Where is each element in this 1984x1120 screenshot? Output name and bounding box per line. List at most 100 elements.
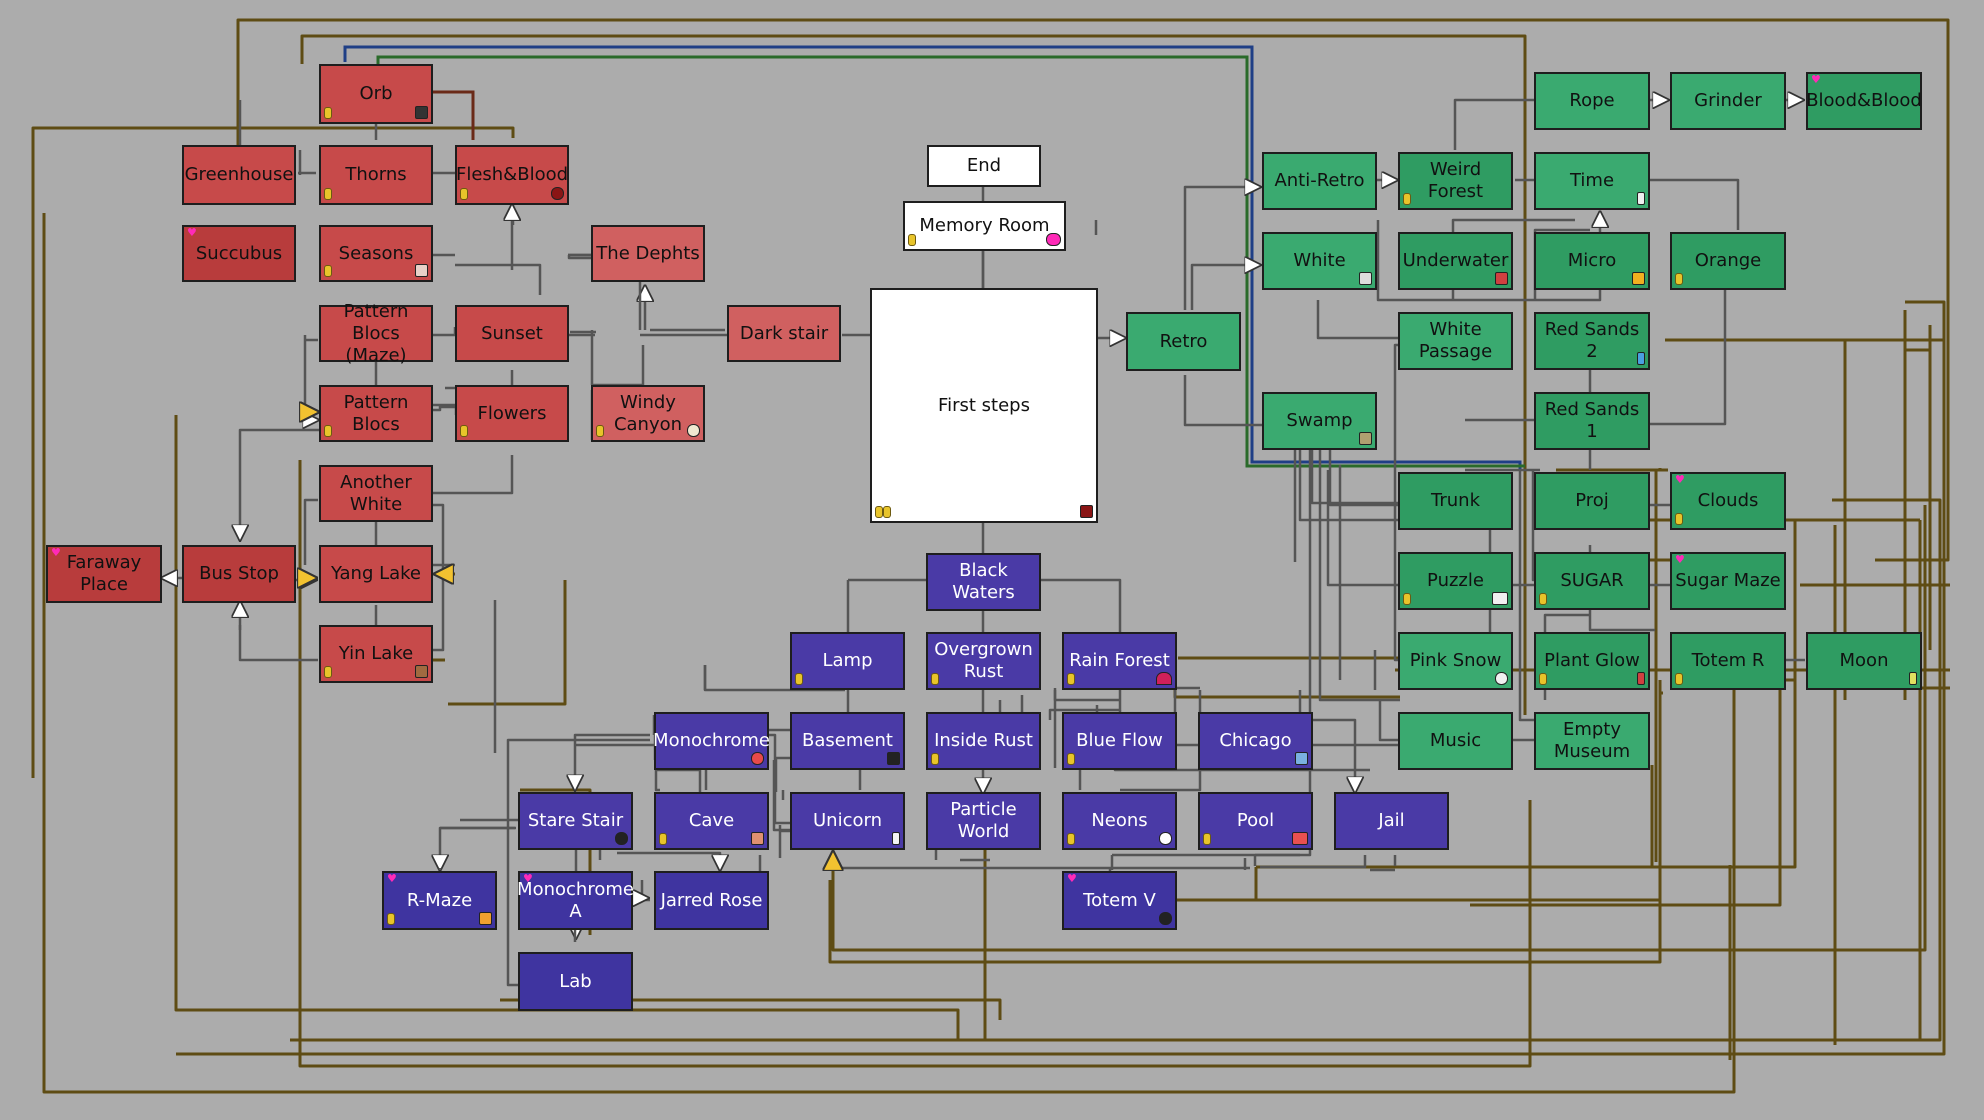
node-flowers[interactable]: Flowers <box>455 385 569 442</box>
item-icon <box>1637 352 1645 365</box>
node-jarred-rose[interactable]: Jarred Rose <box>654 871 769 930</box>
node-lab[interactable]: Lab <box>518 952 633 1011</box>
coin-icon <box>324 188 332 200</box>
item-icon <box>1359 432 1372 445</box>
node-inside-rust[interactable]: Inside Rust <box>926 712 1041 770</box>
coin-icon <box>1675 673 1683 685</box>
node-sugar[interactable]: SUGAR <box>1534 552 1650 610</box>
node-memory-room[interactable]: Memory Room <box>903 201 1066 251</box>
node-music[interactable]: Music <box>1398 712 1513 770</box>
umbrella-icon <box>1156 672 1172 685</box>
node-grinder[interactable]: Grinder <box>1670 72 1786 130</box>
node-the-depths[interactable]: The Dephts <box>591 225 705 282</box>
coin-icon <box>324 107 332 119</box>
node-bus-stop[interactable]: Bus Stop <box>182 545 296 603</box>
node-white[interactable]: White <box>1262 232 1377 290</box>
node-orange[interactable]: Orange <box>1670 232 1786 290</box>
node-plant-glow[interactable]: Plant Glow <box>1534 632 1650 690</box>
item-icon <box>1295 752 1308 765</box>
node-sunset[interactable]: Sunset <box>455 305 569 362</box>
node-monochrome[interactable]: Monochrome <box>653 712 770 770</box>
node-stare-stair[interactable]: Stare Stair <box>518 792 633 850</box>
gold-wires <box>31 18 1950 1094</box>
coin-icon <box>1403 593 1411 605</box>
coin-icon <box>795 673 803 685</box>
coin-icon <box>460 425 468 437</box>
heart-icon <box>1159 832 1172 845</box>
node-pink-snow[interactable]: Pink Snow <box>1398 632 1513 690</box>
coin-icon <box>1203 833 1211 845</box>
node-particle-world[interactable]: Particle World <box>926 792 1041 850</box>
item-icon <box>687 424 700 437</box>
heart-icon: ♥ <box>1675 473 1685 486</box>
node-red-sands-2[interactable]: Red Sands 2 <box>1534 312 1650 370</box>
node-clouds[interactable]: Clouds♥ <box>1670 472 1786 530</box>
node-flesh-blood[interactable]: Flesh&Blood <box>455 145 569 205</box>
node-yin-lake[interactable]: Yin Lake <box>319 625 433 683</box>
item-icon <box>615 832 628 845</box>
node-jail[interactable]: Jail <box>1334 792 1449 850</box>
node-pattern-blocs-maze[interactable]: Pattern Blocs (Maze) <box>319 301 433 366</box>
item-icon <box>1909 672 1917 685</box>
node-unicorn[interactable]: Unicorn <box>790 792 905 850</box>
node-totem-r[interactable]: Totem R <box>1670 632 1786 690</box>
node-proj[interactable]: Proj <box>1534 472 1650 530</box>
coin-icon <box>387 913 395 925</box>
node-first-steps[interactable]: First steps <box>870 288 1098 523</box>
node-lamp[interactable]: Lamp <box>790 632 905 690</box>
node-neons[interactable]: Neons <box>1062 792 1177 850</box>
node-faraway-place[interactable]: Faraway Place♥ <box>46 545 162 603</box>
node-yang-lake[interactable]: Yang Lake <box>319 545 433 603</box>
node-red-sands-1[interactable]: Red Sands 1 <box>1534 392 1650 450</box>
item-icon <box>1495 672 1508 685</box>
node-moon[interactable]: Moon <box>1806 632 1922 690</box>
node-micro[interactable]: Micro <box>1534 232 1650 290</box>
node-anti-retro[interactable]: Anti-Retro <box>1262 152 1377 210</box>
coin-icon <box>1067 673 1075 685</box>
node-white-passage[interactable]: White Passage <box>1398 312 1513 370</box>
node-blue-flow[interactable]: Blue Flow <box>1062 712 1177 770</box>
node-cave[interactable]: Cave <box>654 792 769 850</box>
node-rain-forest[interactable]: Rain Forest <box>1062 632 1177 690</box>
coin-icon <box>324 425 332 437</box>
item-icon <box>1637 672 1645 685</box>
coin-icon <box>1539 673 1547 685</box>
node-trunk[interactable]: Trunk <box>1398 472 1513 530</box>
node-basement[interactable]: Basement <box>790 712 905 770</box>
node-rope[interactable]: Rope <box>1534 72 1650 130</box>
node-underwater[interactable]: Underwater <box>1398 232 1513 290</box>
node-monochrome-a[interactable]: Monochrome A♥ <box>517 871 634 930</box>
node-time[interactable]: Time <box>1534 152 1650 210</box>
node-succubus[interactable]: Succubus♥ <box>182 225 296 282</box>
node-windy-canyon[interactable]: Windy Canyon <box>591 385 705 442</box>
node-pattern-blocs[interactable]: Pattern Blocs <box>319 385 433 442</box>
node-r-maze[interactable]: R-Maze♥ <box>382 871 497 930</box>
node-dark-stair[interactable]: Dark stair <box>727 305 841 362</box>
node-blood-blood[interactable]: Blood&Blood♥ <box>1806 72 1922 130</box>
heart-icon: ♥ <box>1675 553 1685 566</box>
node-seasons[interactable]: Seasons <box>319 225 433 282</box>
item-icon <box>887 752 900 765</box>
node-weird-forest[interactable]: Weird Forest <box>1398 152 1513 210</box>
node-sugar-maze[interactable]: Sugar Maze♥ <box>1670 552 1786 610</box>
node-chicago[interactable]: Chicago <box>1198 712 1313 770</box>
node-orb[interactable]: Orb <box>319 64 433 124</box>
node-puzzle[interactable]: Puzzle <box>1398 552 1513 610</box>
node-totem-v[interactable]: Totem V♥ <box>1062 871 1177 930</box>
node-thorns[interactable]: Thorns <box>319 145 433 205</box>
node-another-white[interactable]: Another White <box>319 465 433 522</box>
node-end[interactable]: End <box>927 145 1041 187</box>
node-empty-museum[interactable]: Empty Museum <box>1534 712 1650 770</box>
node-pool[interactable]: Pool <box>1198 792 1313 850</box>
item-icon <box>1632 272 1645 285</box>
coin-icon <box>596 425 604 437</box>
node-retro[interactable]: Retro <box>1126 312 1241 371</box>
item-icon <box>479 912 492 925</box>
item-icon <box>1159 912 1172 925</box>
node-swamp[interactable]: Swamp <box>1262 392 1377 450</box>
node-greenhouse[interactable]: Greenhouse <box>182 145 296 205</box>
heart-icon: ♥ <box>523 872 533 885</box>
node-overgrown-rust[interactable]: Overgrown Rust <box>926 632 1041 690</box>
node-black-waters[interactable]: Black Waters <box>926 553 1041 611</box>
coral-icon <box>1495 272 1508 285</box>
